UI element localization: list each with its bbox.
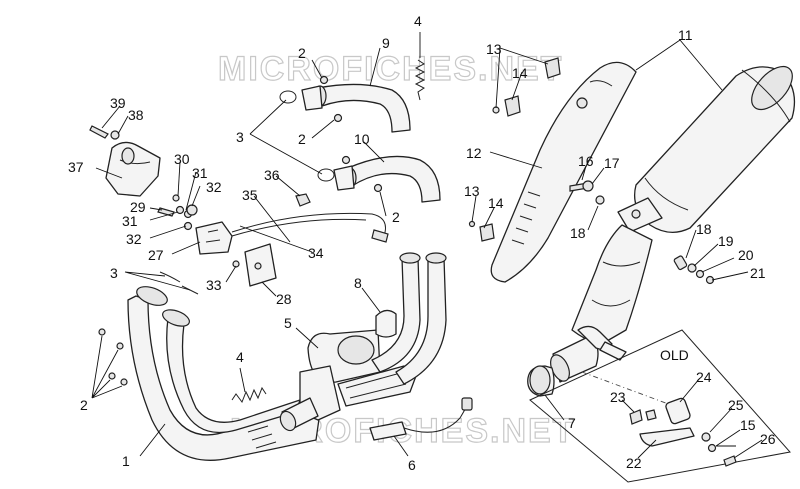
rear-header-pipes	[371, 252, 447, 385]
callout-8: 8	[354, 275, 362, 291]
callout-29: 29	[130, 199, 146, 215]
callout-3-upper: 3	[236, 129, 244, 145]
old-version-inset: OLD	[529, 329, 791, 483]
callout-38: 38	[128, 107, 144, 123]
callout-18-left: 18	[570, 225, 586, 241]
callout-12: 12	[466, 145, 482, 161]
callout-labels: 1 2 2 2 2 3 3 4 4 5 6 7 8 9 10 11 12 13 …	[68, 13, 776, 473]
callout-22: 22	[626, 455, 642, 471]
callout-31-left: 31	[122, 213, 138, 229]
mid-pipe-stub	[279, 397, 319, 432]
callout-20: 20	[738, 247, 754, 263]
callout-13-bottom: 13	[464, 183, 480, 199]
callout-15: 15	[740, 417, 756, 433]
callout-13-top: 13	[486, 41, 502, 57]
watermark-top: MICROFICHES.NET	[218, 50, 563, 88]
callout-3-lower: 3	[110, 265, 118, 281]
gaskets-upper	[279, 90, 335, 182]
callout-14-bottom: 14	[488, 195, 504, 211]
muffler	[617, 65, 796, 233]
callout-23: 23	[610, 389, 626, 405]
callout-32-right: 32	[206, 179, 222, 195]
collector-box	[299, 329, 417, 421]
callout-34: 34	[308, 245, 324, 261]
callout-7: 7	[568, 415, 576, 431]
sleeve-clamp	[550, 325, 627, 383]
upper-bend-pipe-10	[333, 155, 441, 203]
spring-lower	[231, 386, 267, 404]
leader-lines	[91, 32, 763, 459]
callout-10: 10	[354, 131, 370, 147]
callout-39: 39	[110, 95, 126, 111]
upper-bend-pipe-9	[301, 83, 411, 133]
callout-19: 19	[718, 233, 734, 249]
bracket-assembly	[89, 125, 161, 197]
callout-14-top: 14	[512, 65, 528, 81]
callout-6: 6	[408, 457, 416, 473]
cable-clip	[295, 193, 311, 207]
gasket-ring	[527, 365, 555, 397]
callout-2-top: 2	[298, 45, 306, 61]
callout-24: 24	[696, 369, 712, 385]
callout-5: 5	[284, 315, 292, 331]
spring-upper	[414, 59, 426, 101]
callout-11: 11	[678, 27, 693, 43]
callout-21: 21	[750, 265, 766, 281]
callout-2-right: 2	[392, 209, 400, 225]
callout-16: 16	[578, 153, 594, 169]
callout-28: 28	[276, 291, 292, 307]
callout-2-left: 2	[80, 397, 88, 413]
callout-26: 26	[760, 431, 776, 447]
callout-36: 36	[264, 167, 280, 183]
callout-18-right: 18	[696, 221, 712, 237]
callout-2-mid: 2	[298, 131, 306, 147]
pipe-clamp	[375, 309, 397, 338]
valve-cover	[232, 243, 277, 287]
callout-27: 27	[148, 247, 164, 263]
exhaust-manifold	[127, 286, 321, 461]
inset-label-old: OLD	[660, 347, 689, 363]
callout-37: 37	[68, 159, 84, 175]
callout-9: 9	[382, 35, 390, 51]
callout-30: 30	[174, 151, 190, 167]
callout-35: 35	[242, 187, 258, 203]
callout-33: 33	[206, 277, 222, 293]
stud-nuts-left	[98, 328, 128, 386]
callout-1: 1	[122, 453, 130, 469]
callout-31-right: 31	[192, 165, 208, 181]
callout-17: 17	[604, 155, 620, 171]
lambda-sensor	[369, 397, 473, 441]
callout-25: 25	[728, 397, 744, 413]
callout-32-left: 32	[126, 231, 142, 247]
exhaust-valve-actuator	[195, 212, 389, 255]
callout-4-top: 4	[414, 13, 422, 29]
nuts-upper	[319, 75, 383, 193]
callout-4-lower: 4	[236, 349, 244, 365]
heat-shield	[490, 61, 637, 283]
